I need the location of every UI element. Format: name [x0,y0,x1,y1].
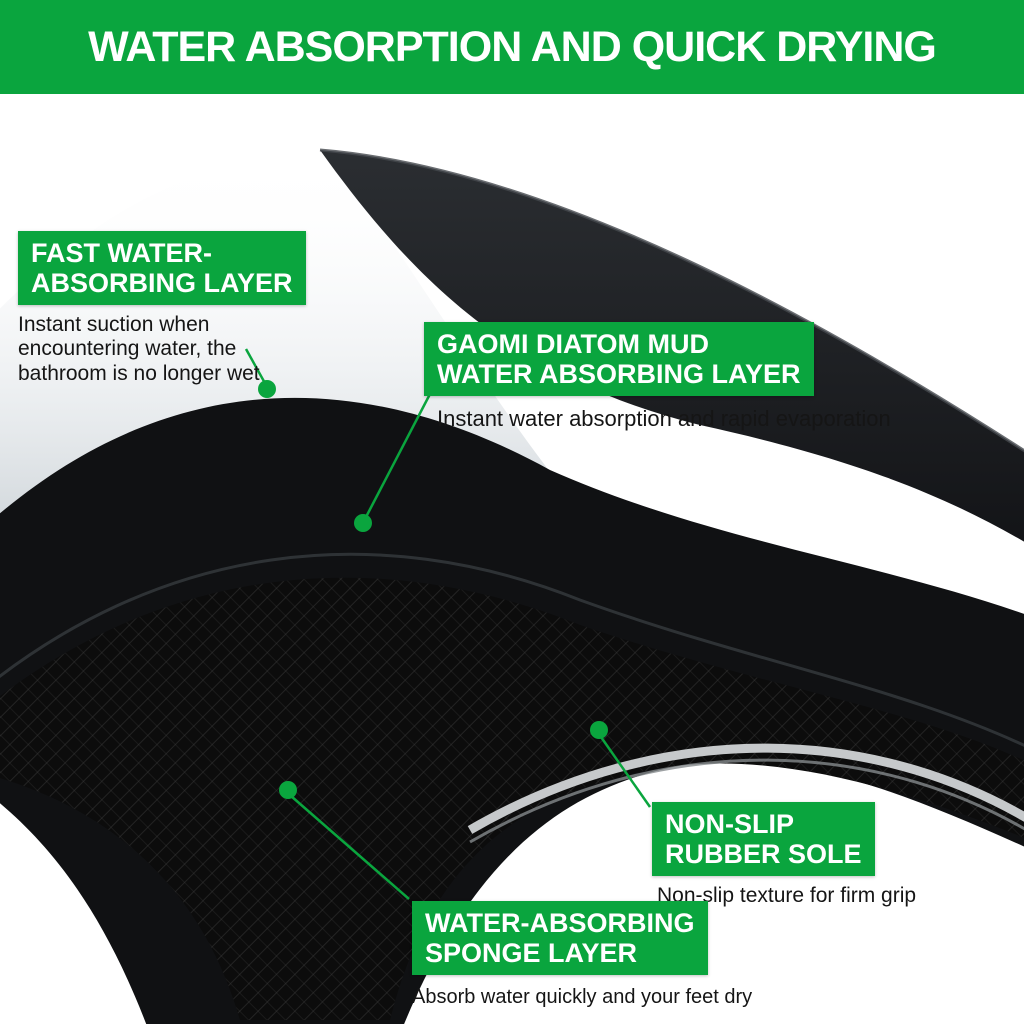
upper-layer-edge-highlight [319,148,1024,453]
callout-label-line: SPONGE LAYER [425,938,638,969]
sponge-texture-layer [0,577,1024,1020]
callout-label-fast-water: FAST WATER- ABSORBING LAYER [18,231,306,306]
callout-label-line: GAOMI DIATOM MUD [437,329,709,359]
callout-label-line: WATER-ABSORBING [425,908,695,938]
callout-label-line: RUBBER SOLE [665,839,862,870]
rubber-sole-stripe-shadow [469,758,1024,844]
callout-label-diatom-mud: GAOMI DIATOM MUD WATER ABSORBING LAYER [424,322,814,397]
callout-label-line: FAST WATER- [31,238,212,268]
callout-description-rubber-sole: Non-slip texture for firm grip [657,884,917,907]
layer-separation-line [0,552,1024,747]
callout-label-sponge: WATER-ABSORBING SPONGE LAYER [412,901,708,976]
rubber-sole-stripe [467,743,1024,834]
callout-label-rubber-sole: NON-SLIP RUBBER SOLE [652,802,875,877]
callout-label-line: ABSORBING LAYER [31,268,293,299]
callout-description-sponge: Absorb water quickly and your feet dry [412,986,753,1008]
title-banner: WATER ABSORPTION AND QUICK DRYING [0,0,1024,94]
callout-label-line: NON-SLIP [665,809,795,839]
banner-title: WATER ABSORPTION AND QUICK DRYING [88,22,937,71]
callout-label-line: WATER ABSORBING LAYER [437,359,801,390]
callout-description-fast-water: Instant suction when encountering water,… [18,313,260,385]
callout-description-diatom-mud: Instant water absorption and rapid evapo… [437,406,891,431]
